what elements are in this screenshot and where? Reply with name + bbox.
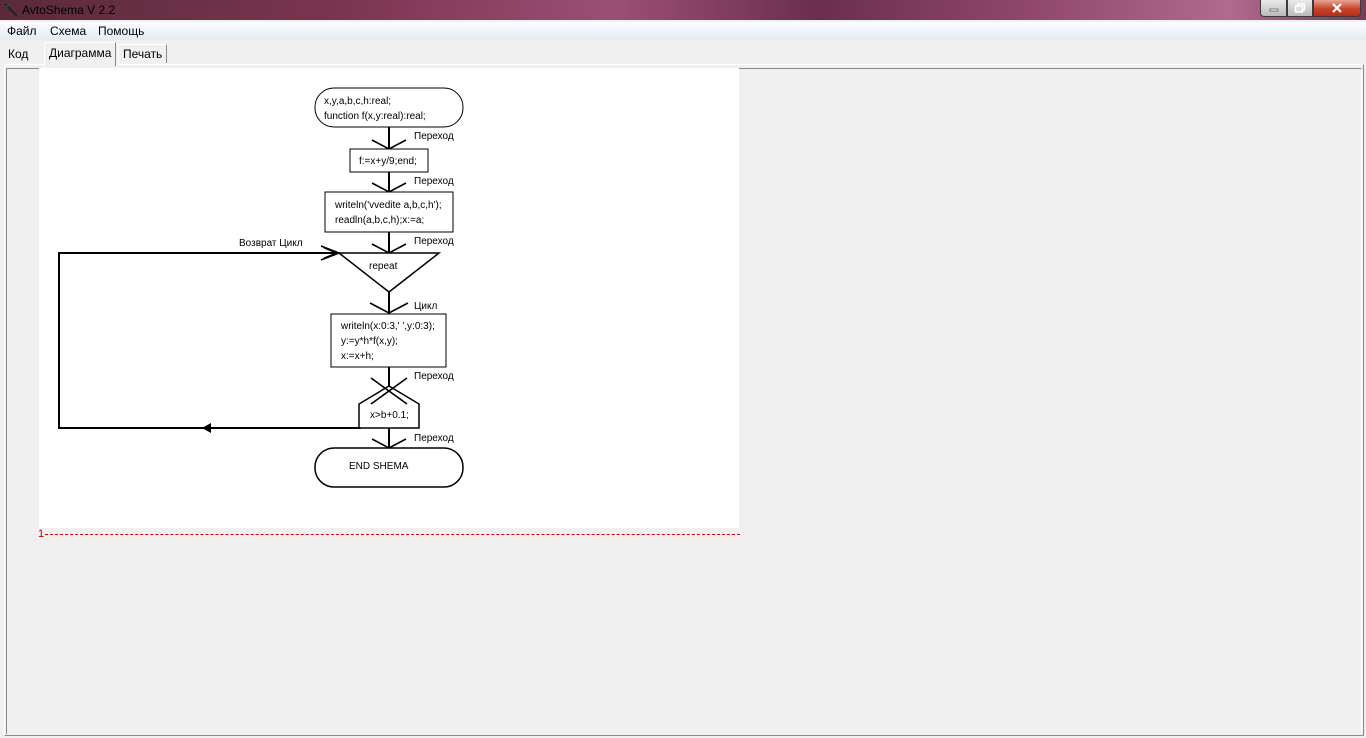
minimize-icon [1269, 8, 1278, 12]
start-line-1: x,y,a,b,c,h:real; [324, 96, 391, 107]
end-label: END SHEMA [349, 461, 409, 472]
page-break-line [45, 534, 740, 535]
loop-end-condition[interactable] [358, 385, 420, 429]
transition-label-5: Переход [414, 433, 454, 444]
function-body-text: f:=x+y/9;end; [359, 156, 417, 167]
flowchart: x,y,a,b,c,h:real; function f(x,y:real):r… [58, 87, 464, 488]
menu-file[interactable]: Файл [7, 24, 37, 38]
page-number: 1 [38, 528, 45, 540]
input-line-1: writeln('vvedite a,b,c,h'); [334, 200, 442, 211]
transition-label-3: Переход [414, 236, 454, 247]
close-icon [1332, 3, 1342, 13]
menu-scheme[interactable]: Схема [50, 24, 87, 38]
menu-help[interactable]: Помощь [98, 24, 145, 38]
return-label: Возврат Цикл [239, 238, 303, 249]
tab-print[interactable]: Печать [118, 44, 168, 63]
connector-arrow [369, 302, 409, 314]
body-line-1: writeln(x:0:3,' ',y:0:3); [340, 321, 435, 332]
loop-return-path [58, 252, 361, 429]
condition-text: x>b+0.1; [370, 410, 409, 421]
restore-icon [1294, 3, 1306, 13]
process-loop-body[interactable] [330, 313, 447, 368]
loop-label: repeat [369, 261, 398, 272]
tab-panel [4, 64, 1364, 736]
restore-button[interactable] [1287, 0, 1313, 17]
transition-label-2: Переход [414, 176, 454, 187]
tab-strip: Код Диаграмма Печать [0, 40, 1366, 66]
body-line-2: y:=y*h*f(x,y); [341, 336, 398, 347]
condition-cross-mark [370, 377, 408, 405]
menu-bar: Файл Схема Помощь [0, 22, 1366, 40]
tab-code[interactable]: Код [8, 47, 29, 61]
diagram-canvas: x,y,a,b,c,h:real; function f(x,y:real):r… [39, 68, 739, 528]
loop-return-arrowhead [320, 245, 342, 261]
title-bar: AvtoShema V 2.2 [0, 0, 1366, 20]
loop-return-arrowhead-2 [323, 247, 338, 259]
start-line-2: function f(x,y:real):real; [324, 111, 426, 122]
close-button[interactable] [1313, 0, 1361, 17]
window-title: AvtoShema V 2.2 [22, 3, 116, 17]
back-arrow [202, 423, 211, 433]
minimize-button[interactable] [1260, 0, 1287, 17]
input-line-2: readln(a,b,c,h);x:=a; [335, 215, 424, 226]
cycle-label: Цикл [414, 301, 437, 312]
tab-diagram[interactable]: Диаграмма [44, 42, 117, 66]
body-line-3: x:=x+h; [341, 351, 374, 362]
loop-start-repeat[interactable] [336, 252, 442, 293]
transition-label-4: Переход [414, 371, 454, 382]
process-input[interactable] [324, 191, 454, 233]
app-icon [4, 3, 18, 17]
end-terminator[interactable] [314, 447, 464, 488]
transition-label-1: Переход [414, 131, 454, 142]
